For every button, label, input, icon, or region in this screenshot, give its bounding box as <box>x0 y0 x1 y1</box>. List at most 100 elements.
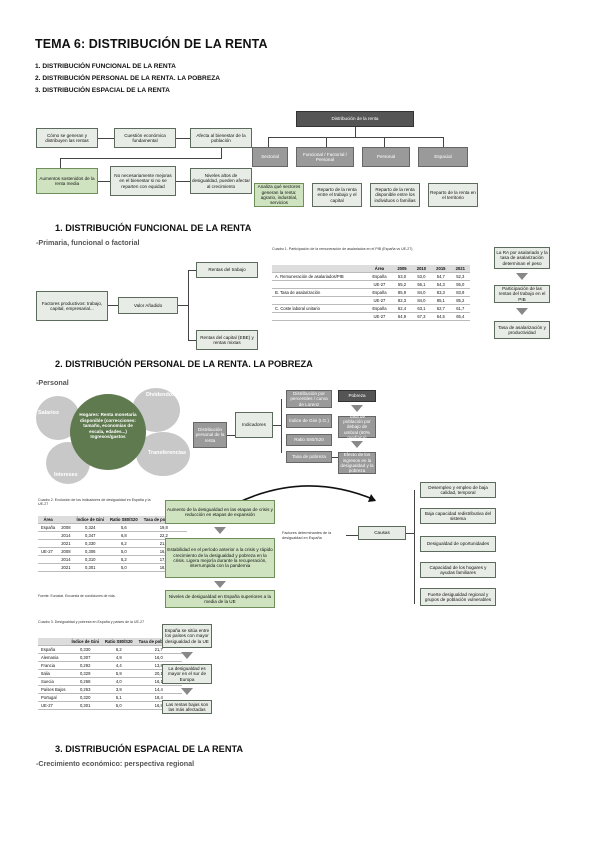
table-cell: Alemania <box>38 653 69 662</box>
table-cell: 56,1 <box>411 280 432 289</box>
table-cell: 16,8 <box>135 701 182 710</box>
table-cell: 5,0 <box>101 701 136 710</box>
indicator-item: Tasa de pobreza <box>286 451 332 463</box>
table-header-cell: Área <box>38 516 59 524</box>
toc-item: 3. DISTRIBUCIÓN ESPACIAL DE LA RENTA <box>35 87 170 94</box>
table-header-cell: Tasa de pobreza (%) <box>135 638 182 646</box>
table-header-cell: Índice de Gini <box>73 516 107 524</box>
factors-box: Factores productivos: trabajo, capital, … <box>36 291 108 321</box>
table-cell <box>272 312 367 321</box>
section-heading: 3. DISTRIBUCIÓN ESPACIAL DE LA RENTA <box>55 744 244 754</box>
tree-root: Distribución personal de la renta <box>193 422 227 448</box>
table-cell: 2021 <box>58 563 74 572</box>
table-cell: 0,347 <box>73 531 107 540</box>
table-cell: 5,0 <box>107 563 141 572</box>
table-cell: Países Bajos <box>38 685 69 694</box>
table-cell: España <box>366 304 393 313</box>
finding-box: Estabilidad en el período anterior a la … <box>165 538 275 578</box>
tree-leaf: Reparto de la renta en el territorio <box>428 183 478 207</box>
causes-intro: Factores determinantes de la desigualdad… <box>282 531 332 540</box>
table-header-cell <box>38 638 69 646</box>
cause-item: Capacidad de los hogares y ayudas famili… <box>420 562 496 578</box>
value-added-box: Valor Añadido <box>118 297 178 314</box>
poverty-box: Efecto de los ingresos en la desigualdad… <box>338 452 376 474</box>
section-subheading: -Crecimiento económico: perspectiva regi… <box>36 759 195 768</box>
flow-box: Cuestión económica fundamental <box>114 128 176 148</box>
indicator-item: Índice de Gini (I.G.) <box>286 414 332 428</box>
table-header-cell: Tasa de pobreza (%) <box>140 516 187 524</box>
salaries-label: Salarios <box>38 410 59 416</box>
causes-root: Causas <box>358 526 406 540</box>
table-header-cell: 2021 <box>450 265 470 273</box>
table-cell: España <box>38 645 69 654</box>
tree-node: Personal <box>362 147 410 167</box>
table-cell: Portugal <box>38 693 69 702</box>
side-note: Las rentas bajas son las más afectadas <box>162 700 212 714</box>
table-cell: 4,0 <box>101 677 136 686</box>
table-cell: 19,8 <box>140 523 187 532</box>
toc-item: 2. DISTRIBUCIÓN PERSONAL DE LA RENTA. LA… <box>35 75 221 82</box>
table-cell: 67,3 <box>411 312 432 321</box>
flow-box: Niveles altos de desigualdad, pueden afe… <box>190 168 252 194</box>
table-cell: 85,2 <box>450 296 470 305</box>
table-cell: 14,4 <box>135 685 182 694</box>
income-sources-diagram: Hogares: Renta monetaria disponible (cor… <box>36 388 190 484</box>
table-cell: 16,4 <box>140 547 187 556</box>
table-cell: 54,3 <box>431 280 451 289</box>
table-header-cell: 2005 <box>392 265 412 273</box>
table-cell: 0,330 <box>73 539 107 548</box>
table-cell: 6,2 <box>107 539 141 548</box>
table-cell: 6,2 <box>101 645 136 654</box>
table-cell: 55,0 <box>450 280 470 289</box>
table-cell: 62,7 <box>431 304 451 313</box>
table-cell: 2014 <box>58 531 74 540</box>
table-cell: UE-27 <box>366 296 393 305</box>
table-cell: 0,301 <box>73 563 107 572</box>
table-cell: 17,3 <box>140 555 187 564</box>
table-header-cell: Área <box>366 265 393 273</box>
table-cell: UE-27 <box>38 701 69 710</box>
table-cell: 5,9 <box>101 669 136 678</box>
table-cell: 85,9 <box>392 288 412 297</box>
table-cell: 21,7 <box>135 645 182 654</box>
table-cell: 0,292 <box>68 661 102 670</box>
table-cell: 0,329 <box>68 669 102 678</box>
page-title: TEMA 6: DISTRIBUCIÓN DE LA RENTA <box>35 37 268 51</box>
table-header-cell <box>58 516 74 524</box>
table-header-cell: 2010 <box>411 265 432 273</box>
table-cell: 63,1 <box>411 304 432 313</box>
table-cell: 2021 <box>58 539 74 548</box>
table-cell: C. Coste laboral unitario <box>272 304 367 313</box>
indicator-item: Distribución por percentiles / curva de … <box>286 390 332 408</box>
poverty-box: Tasa de población por debajo de umbral (… <box>338 414 376 440</box>
table-cell: 2008 <box>58 547 74 556</box>
finding-box: Niveles de desigualdad en España superio… <box>165 590 275 608</box>
table-cell: 0,307 <box>68 653 102 662</box>
table-cell: 52,3 <box>450 272 470 281</box>
table-cell: Suecia <box>38 677 69 686</box>
table-cell <box>38 539 59 548</box>
cause-item: Baja capacidad redistributiva del sistem… <box>420 508 496 524</box>
table-cell: 5,0 <box>107 547 141 556</box>
side-note: España se sitúa entre los países con may… <box>162 624 212 648</box>
labour-income-box: Rentas del trabajo <box>196 262 258 278</box>
table-cell: 22,2 <box>140 531 187 540</box>
table-header-cell: 2015 <box>431 265 451 273</box>
section-subheading: -Personal <box>36 378 69 387</box>
table-cell: 0,310 <box>73 555 107 564</box>
table-cell <box>38 555 59 564</box>
table-cell: 64,5 <box>431 312 451 321</box>
table-cell: 83,3 <box>431 288 451 297</box>
side-note: Tasa de asalarización y productividad <box>494 321 550 339</box>
